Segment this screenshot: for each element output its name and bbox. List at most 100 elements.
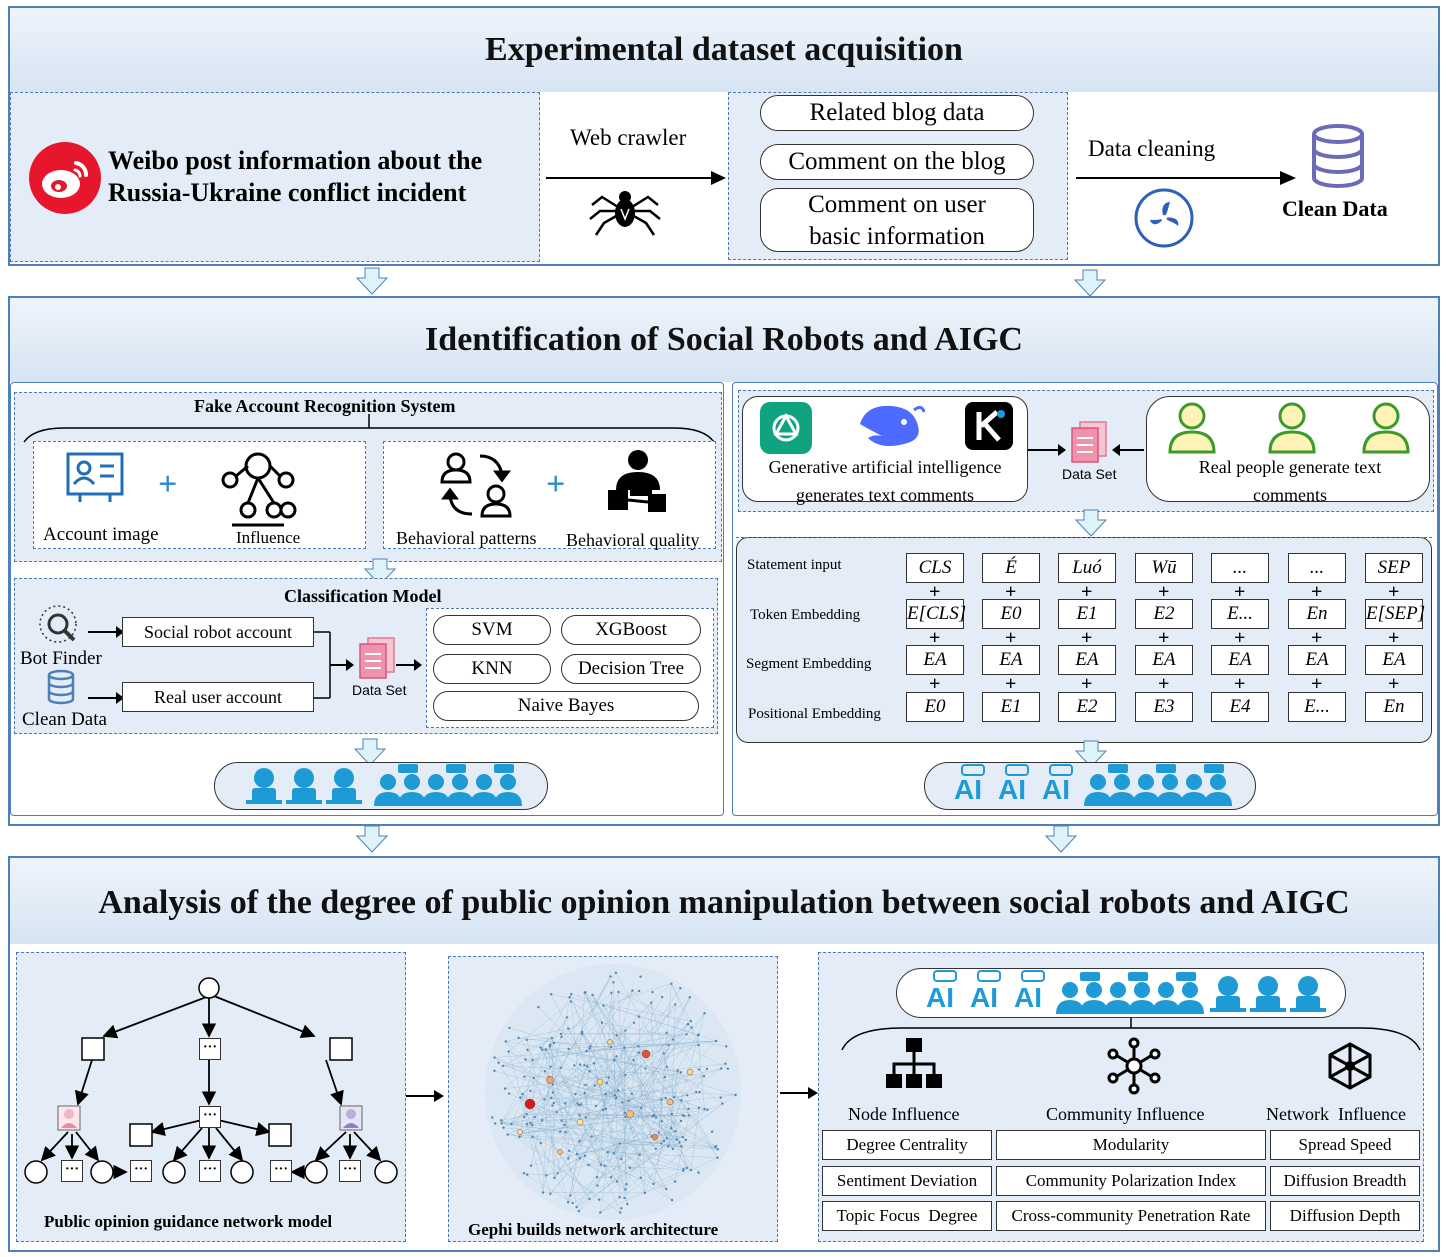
behavioral-quality-label: Behavioral quality — [566, 530, 700, 550]
metric-diffusion-depth: Diffusion Depth — [1270, 1201, 1420, 1231]
account-image-label: Account image — [43, 524, 159, 545]
gephi-hub-node — [666, 1098, 674, 1106]
positional-emb-cell: E0 — [906, 692, 964, 722]
gephi-node — [503, 1087, 507, 1090]
gephi-node — [659, 1098, 663, 1101]
row-segment-embedding: Segment Embedding — [746, 656, 872, 672]
gephi-edge — [567, 1047, 625, 1203]
gephi-node — [507, 1050, 510, 1053]
gephi-hub-node — [596, 1078, 604, 1086]
gephi-hub-node — [626, 1110, 634, 1118]
gephi-node — [697, 1043, 700, 1047]
plus-icon: + — [1081, 627, 1093, 649]
person-icon — [1362, 402, 1410, 454]
gephi-node — [532, 1076, 535, 1080]
section-title-analysis: Analysis of the degree of public opinion… — [10, 858, 1438, 944]
gephi-edge — [540, 994, 593, 1048]
gephi-node — [550, 1096, 553, 1100]
gephi-node — [524, 1058, 527, 1061]
token-emb-cell: E[CLS] — [906, 599, 966, 629]
person-icon — [1168, 402, 1216, 454]
user-icon — [1108, 774, 1136, 806]
bot-finder-search-icon — [39, 605, 77, 643]
gephi-edge — [584, 1047, 625, 1094]
gephi-node — [550, 993, 553, 996]
model-knn: KNN — [433, 654, 551, 684]
clean-data-label: Clean Data — [1282, 196, 1388, 221]
user-icon — [1084, 774, 1112, 806]
cleaning-gear-icon — [1134, 188, 1194, 248]
down-arrow-2a — [363, 558, 397, 586]
gephi-node — [493, 1056, 496, 1059]
account-image-icon — [66, 452, 124, 502]
gephi-node — [523, 1075, 526, 1078]
gephi-edge — [502, 990, 640, 1067]
gephi-node — [605, 1081, 609, 1085]
gephi-edge — [584, 992, 657, 1118]
gephi-node — [569, 1000, 573, 1003]
gephi-edge — [522, 1093, 590, 1200]
positional-emb-cell: E... — [1288, 692, 1346, 722]
real-people-icons — [1168, 402, 1410, 454]
model-naive-bayes: Naive Bayes — [433, 691, 699, 721]
network-influence-icon — [1328, 1042, 1372, 1090]
gephi-node — [559, 1066, 563, 1069]
gephi-edge — [550, 1044, 672, 1129]
gephi-edge — [530, 1122, 626, 1190]
gephi-node — [493, 1069, 496, 1073]
gephi-edge — [523, 1173, 573, 1204]
gephi-node — [660, 1142, 663, 1145]
gephi-edge — [520, 1109, 708, 1134]
gephi-edge — [501, 1094, 736, 1124]
weibo-text-line1: Weibo post information about the — [108, 146, 483, 175]
gephi-edge — [673, 1039, 728, 1069]
gephi-node — [578, 1114, 581, 1117]
gephi-edge — [520, 1059, 533, 1134]
gephi-node — [684, 1138, 688, 1142]
gephi-node — [577, 1209, 581, 1213]
gephi-node — [549, 1065, 552, 1068]
gephi-node — [674, 1130, 677, 1133]
gephi-network-graph — [485, 964, 741, 1220]
gephi-edge — [607, 1151, 718, 1158]
gephi-node — [552, 1101, 555, 1105]
gephi-node — [594, 1104, 598, 1108]
gephi-node — [541, 1048, 544, 1051]
gephi-node — [565, 1016, 569, 1019]
gephi-node — [564, 1102, 567, 1105]
gephi-edge — [600, 992, 612, 1165]
positional-emb-cell: E3 — [1135, 692, 1193, 722]
gephi-node — [617, 990, 620, 994]
gephi-node — [682, 1167, 685, 1171]
gephi-edge — [590, 1022, 603, 1047]
gephi-node — [686, 1022, 690, 1026]
plus-icon: + — [1081, 581, 1093, 603]
gephi-node — [654, 1116, 658, 1119]
gephi-node — [651, 990, 654, 994]
user-icon — [470, 774, 498, 806]
gephi-edge — [546, 1155, 586, 1176]
gephi-node — [726, 1067, 730, 1070]
gephi-node — [539, 1141, 542, 1145]
gephi-node — [552, 1041, 556, 1045]
gephi-hub-node — [651, 1133, 659, 1141]
gephi-node — [676, 1069, 680, 1072]
dataset-label-right: Data Set — [1062, 466, 1117, 482]
bert-panel-dashed-top — [736, 537, 1432, 547]
gephi-node — [531, 1135, 534, 1138]
gephi-node — [660, 995, 664, 999]
gephi-node — [558, 1130, 562, 1133]
gephi-node — [680, 1145, 683, 1148]
gephi-node — [638, 1153, 641, 1157]
gephi-edge — [494, 1057, 590, 1200]
gephi-edge — [621, 997, 691, 1160]
real-people-text: Real people generate text comments — [1198, 457, 1382, 505]
plus-icon: + — [1234, 627, 1246, 649]
row-positional-embedding: Positional Embedding — [748, 706, 881, 722]
node-ellipsis-1: ··· — [199, 1038, 221, 1060]
user-icon — [446, 774, 474, 806]
plus-icon: + — [1311, 581, 1323, 603]
gephi-node — [596, 1184, 599, 1187]
gephi-edge — [533, 1102, 592, 1137]
gephi-node — [609, 1176, 613, 1179]
